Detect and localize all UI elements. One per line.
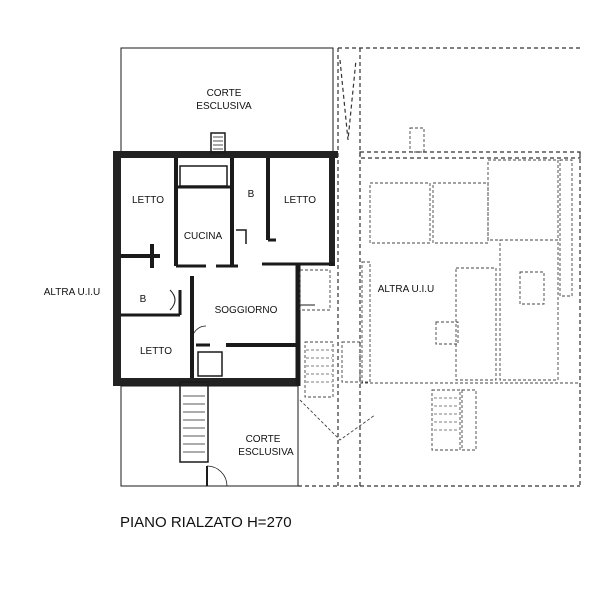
label-altra-uiu-right: ALTRA U.I.U [378, 284, 435, 295]
label-bagno-2: B [140, 294, 147, 305]
stair-treads [183, 136, 223, 453]
label-altra-uiu-left: ALTRA U.I.U [44, 287, 101, 298]
label-letto-2: LETTO [284, 195, 316, 206]
label-letto-3: LETTO [140, 346, 172, 357]
label-bagno-1: B [248, 189, 255, 200]
label-letto-1: LETTO [132, 195, 164, 206]
adjacent-unit-walls [298, 47, 581, 487]
label-corte-bottom-2: ESCLUSIVA [238, 447, 294, 458]
label-corte-top-2: ESCLUSIVA [196, 101, 252, 112]
label-soggiorno: SOGGIORNO [215, 305, 278, 316]
label-corte-bottom-1: CORTE [246, 434, 281, 445]
plan-caption: PIANO RIALZATO H=270 [120, 514, 292, 531]
main-unit-walls [113, 47, 338, 487]
adjacent-stair-treads [306, 349, 458, 431]
label-cucina: CUCINA [184, 231, 223, 242]
label-corte-top-1: CORTE [207, 88, 242, 99]
